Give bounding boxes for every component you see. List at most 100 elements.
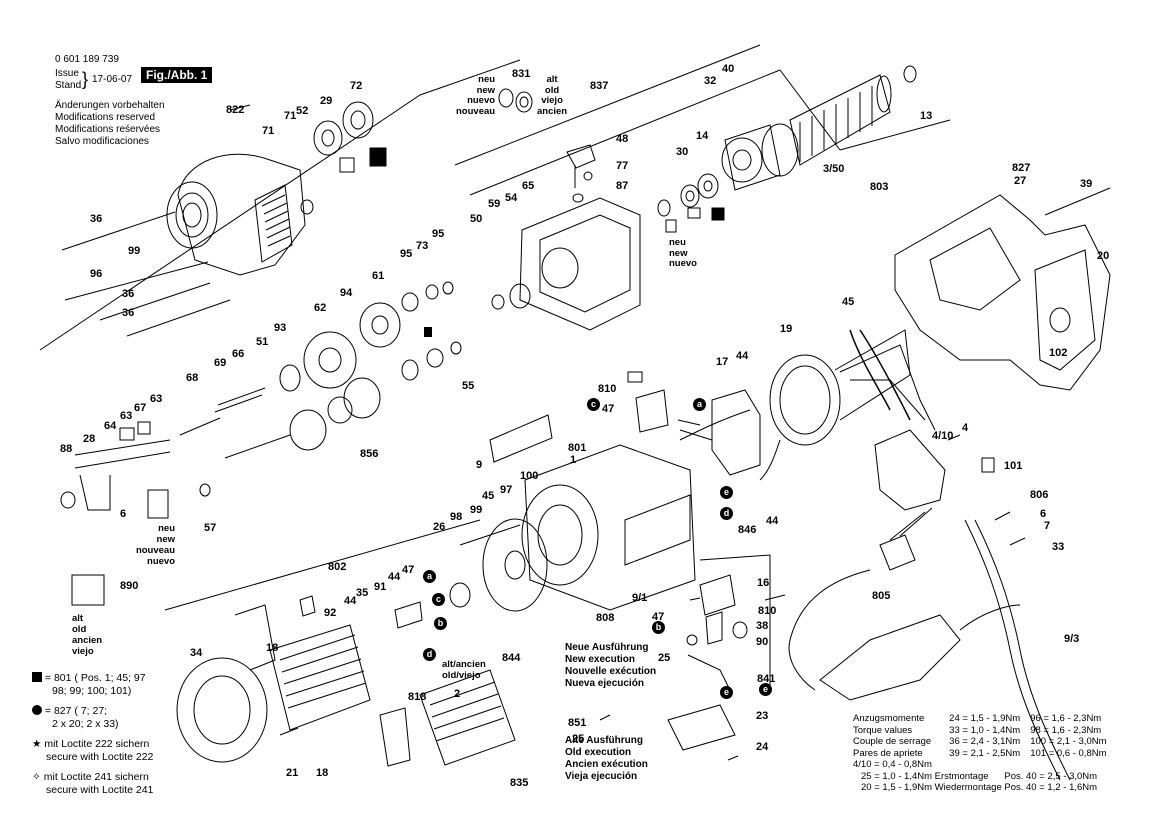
legend-diamond-row: ✧ mit Loctite 241 sichern: [32, 771, 149, 783]
note-en: Modifications reserved: [55, 112, 156, 123]
part-number-label: 30: [676, 146, 689, 158]
part-number-label: 29: [320, 95, 333, 107]
part-number-label: 4: [962, 422, 969, 434]
part-number-label: 806: [1030, 489, 1049, 501]
callout-circle-icon: a: [693, 398, 706, 411]
callout-circle-icon: d: [720, 507, 733, 520]
part-number-label: 6: [120, 508, 127, 520]
part-number-label: 801: [568, 442, 587, 454]
callout-circle-icon: e: [720, 486, 733, 499]
part-number-label: 27: [1014, 175, 1027, 187]
legend-square-row: = 801 ( Pos. 1; 45; 97: [32, 672, 153, 685]
part-number-label: 52: [296, 105, 309, 117]
part-number-label: 77: [616, 160, 629, 172]
part-number-label: 68: [186, 372, 199, 384]
part-number-label: 803: [870, 181, 889, 193]
figure-label: Fig./Abb. 1: [141, 67, 213, 83]
part-number-label: 47: [602, 403, 615, 415]
part-number-label: 73: [416, 240, 429, 252]
part-number-label: 35: [356, 587, 369, 599]
part-number-label: 822: [226, 104, 245, 116]
part-number-label: 818: [408, 691, 427, 703]
part-number-label: 94: [340, 287, 353, 299]
part-number-label: 810: [598, 383, 617, 395]
note-de: Änderungen vorbehalten: [55, 100, 165, 111]
modification-notes: Änderungen vorbehalten Modifications res…: [55, 100, 165, 148]
part-number-label: 851: [568, 717, 587, 729]
part-number-label: 25: [572, 733, 585, 745]
part-number-label: 61: [372, 270, 385, 282]
part-number-label: 66: [232, 348, 245, 360]
marker-squares: [424, 327, 432, 337]
part-number-label: 47: [652, 611, 665, 623]
part-number-label: 57: [204, 522, 217, 534]
part-number-label: 55: [462, 380, 475, 392]
part-number-label: 67: [134, 402, 147, 414]
part-number-label: 96: [90, 268, 103, 280]
part-number-label: 44: [766, 515, 779, 527]
part-number-label: 32: [704, 75, 717, 87]
part-number-label: 100: [520, 470, 539, 482]
part-number-label: 72: [350, 80, 363, 92]
part-number-label: 48: [616, 133, 629, 145]
part-number-label: 44: [388, 571, 401, 583]
part-number-label: 835: [510, 777, 529, 789]
part-number-label: 20: [1097, 250, 1110, 262]
part-number-label: 99: [128, 245, 141, 257]
part-number-label: 802: [328, 561, 347, 573]
part-number-label: 841: [757, 673, 776, 685]
part-number-label: 831: [512, 68, 531, 80]
part-number-label: 810: [758, 605, 777, 617]
part-number-label: 9/1: [632, 592, 648, 604]
legend-star-row: ★ mit Loctite 222 sichern: [32, 738, 150, 750]
part-number-label: 19: [780, 323, 793, 335]
issue-date: 17-06-07: [92, 74, 133, 85]
part-number-label: 90: [756, 636, 769, 648]
square-marker-icon: [32, 672, 42, 682]
part-number-label: 99: [470, 504, 483, 516]
part-number-label: 92: [324, 607, 337, 619]
part-number-label: 33: [1052, 541, 1065, 553]
part-number-label: 837: [590, 80, 609, 92]
note-es: Salvo modificaciones: [55, 136, 149, 147]
note-fr: Modifications reśervées: [55, 124, 161, 135]
circle-marker-icon: [32, 705, 42, 715]
part-number-label: 7: [1044, 520, 1051, 532]
part-number-label: 102: [1049, 347, 1068, 359]
part-number-label: 17: [716, 356, 729, 368]
callout-circle-icon: c: [587, 398, 600, 411]
assembly-outline-lines: [39, 44, 1111, 781]
part-number-label: 65: [522, 180, 535, 192]
part-number-label: 63: [150, 393, 163, 405]
part-number-label: 71: [262, 125, 275, 137]
part-number-label: 827: [1012, 162, 1031, 174]
legend-circle-row: = 827 ( 7; 27;: [32, 705, 153, 718]
part-number-label: 38: [756, 620, 769, 632]
part-number-label: 95: [432, 228, 445, 240]
part-number-label: 36: [90, 213, 103, 225]
issue-label: Issue: [55, 68, 79, 79]
part-number-label: 45: [842, 296, 855, 308]
part-number-label: 36: [122, 288, 135, 300]
part-number-label: 39: [1080, 178, 1093, 190]
part-number: 0 601 189 739: [55, 54, 119, 65]
part-number-label: 87: [616, 180, 629, 192]
part-number-label: 97: [500, 484, 513, 496]
part-number-label: 63: [120, 410, 133, 422]
brace: }: [82, 69, 89, 89]
part-number-label: 88: [60, 443, 73, 455]
part-number-label: 44: [344, 595, 357, 607]
part-number-label: 71: [284, 110, 297, 122]
part-number-label: 101: [1004, 460, 1023, 472]
part-number-label: 3/50: [823, 163, 845, 175]
part-number-label: 51: [256, 336, 269, 348]
part-number-label: 18: [316, 767, 329, 779]
